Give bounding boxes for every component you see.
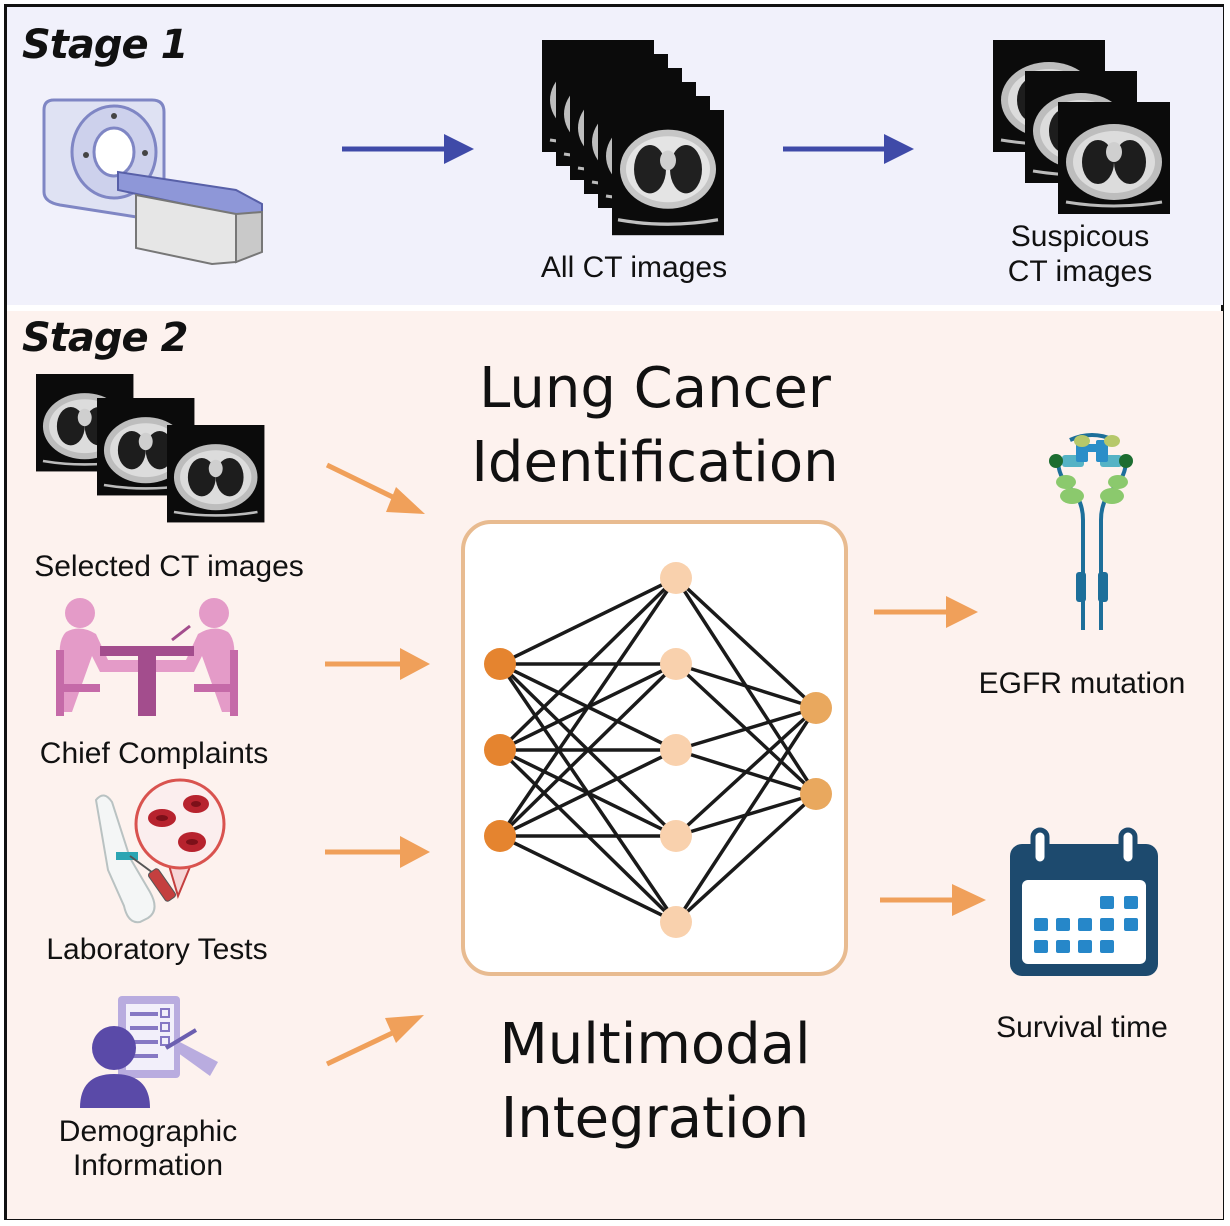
ct-stack-icon <box>34 372 266 524</box>
calendar-day <box>1034 918 1048 931</box>
output-node <box>800 692 832 724</box>
heading-line1: Lung Cancer <box>479 356 831 421</box>
network-edge <box>498 662 678 838</box>
calendar-day <box>1100 940 1114 953</box>
network-edge <box>675 706 817 752</box>
stage2-title: Stage 2 <box>22 315 188 361</box>
hidden-node <box>660 562 692 594</box>
patient-doctor-icon <box>56 598 238 716</box>
egfr-receptor-icon <box>1049 433 1133 630</box>
network-edge <box>674 792 818 924</box>
all-ct-label: All CT images <box>540 251 728 284</box>
suspicious-label-line1: Suspicous <box>1010 220 1150 253</box>
calendar-day <box>1056 918 1070 931</box>
output-arrows <box>874 596 986 916</box>
input-node <box>484 734 516 766</box>
input-arrows <box>325 462 430 1067</box>
blood-test-icon <box>94 778 226 924</box>
calendar-day <box>1100 896 1114 909</box>
input-node <box>484 648 516 680</box>
ct-stack-icon <box>991 38 1172 216</box>
network-edge <box>675 662 817 710</box>
survival-time-label: Survival time <box>996 1011 1168 1044</box>
input-node <box>484 820 516 852</box>
calendar-day <box>1034 940 1048 953</box>
network-edge <box>674 576 818 710</box>
stage1-title: Stage 1 <box>22 22 188 68</box>
calendar-day <box>1056 940 1070 953</box>
demographic-label-line1: Demographic <box>58 1115 238 1148</box>
calendar-day <box>1124 896 1138 909</box>
hidden-node <box>660 648 692 680</box>
calendar-day <box>1124 918 1138 931</box>
ct-scanner-icon <box>42 98 263 266</box>
calendar-day <box>1078 918 1092 931</box>
footer-line1: Multimodal <box>499 1012 811 1077</box>
network-nodes <box>484 562 832 938</box>
chief-complaints-label: Chief Complaints <box>39 737 269 770</box>
network-edge <box>674 707 818 923</box>
hidden-node <box>660 906 692 938</box>
demographic-label-line2: Information <box>72 1149 224 1182</box>
laboratory-tests-label: Laboratory Tests <box>46 933 268 966</box>
calendar-day <box>1100 918 1114 931</box>
network-edge <box>498 576 678 752</box>
calendar-icon <box>1010 827 1158 976</box>
ct-stack-icon <box>540 38 726 236</box>
network-edge <box>499 834 677 924</box>
hidden-node <box>660 820 692 852</box>
network-edge <box>499 576 677 666</box>
network-edge <box>498 577 678 837</box>
network-edges <box>498 576 818 924</box>
output-node <box>800 778 832 810</box>
demographic-form-icon <box>80 996 218 1108</box>
suspicious-label-line2: CT images <box>1007 255 1153 288</box>
arrow-head <box>884 134 914 164</box>
arrow-head <box>444 134 474 164</box>
network-edge <box>674 706 818 838</box>
egfr-mutation-label: EGFR mutation <box>978 667 1186 700</box>
network-edge <box>499 748 677 838</box>
heading-line2: Identification <box>471 430 839 495</box>
selected-ct-label: Selected CT images <box>34 550 304 583</box>
calendar-day <box>1078 940 1092 953</box>
footer-line2: Integration <box>500 1086 810 1151</box>
hidden-node <box>660 734 692 766</box>
